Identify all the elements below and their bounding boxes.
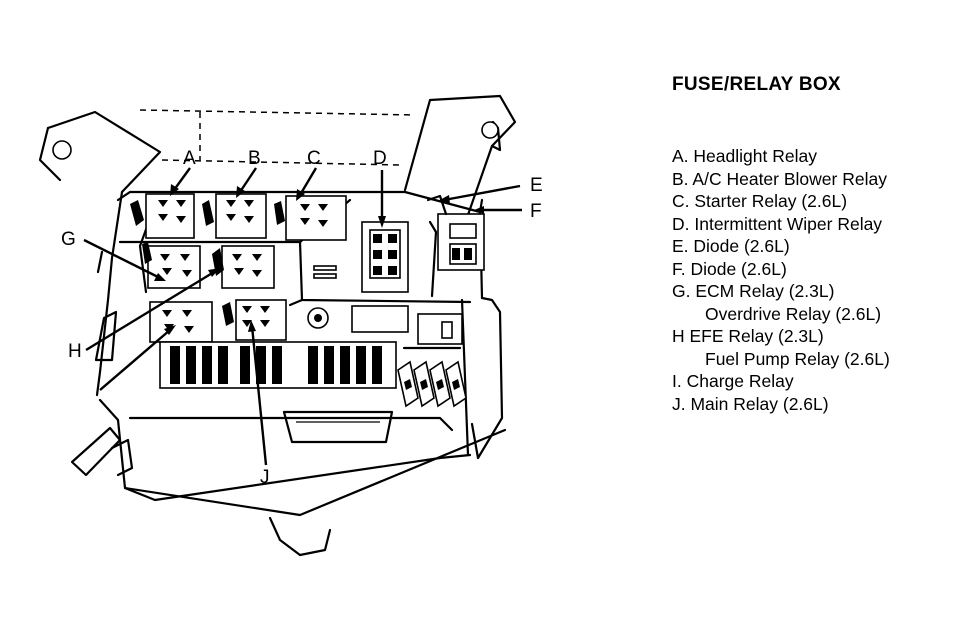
- legend-list: A. Headlight Relay B. A/C Heater Blower …: [672, 145, 972, 415]
- callout-d: D: [373, 148, 387, 169]
- fuse-relay-box-illustration: A B C D E F G H J: [38, 94, 543, 557]
- legend-item-g-continued: Overdrive Relay (2.6L): [705, 303, 882, 324]
- legend-item-g: G. ECM Relay (2.3L): [672, 281, 835, 301]
- legend-item-f: F. Diode (2.6L): [672, 258, 787, 279]
- callout-e: E: [530, 175, 543, 196]
- legend-panel: FUSE/RELAY BOX A. Headlight Relay B. A/C…: [672, 74, 972, 415]
- legend-item-a: A. Headlight Relay: [672, 146, 817, 166]
- diagram-title: FUSE/RELAY BOX: [672, 74, 841, 95]
- legend-item-h-continued: Fuel Pump Relay (2.6L): [705, 348, 890, 369]
- callout-b: B: [248, 148, 261, 169]
- legend-item-h: H EFE Relay (2.3L): [672, 326, 824, 346]
- callout-h: H: [68, 341, 82, 362]
- callout-j: J: [260, 467, 270, 488]
- callout-f: F: [530, 201, 542, 222]
- legend-item-b: B. A/C Heater Blower Relay: [672, 168, 887, 189]
- legend-item-i: I. Charge Relay: [672, 371, 794, 391]
- legend-item-e: E. Diode (2.6L): [672, 236, 790, 256]
- callout-a: A: [183, 148, 196, 169]
- callout-leaders: [83, 167, 522, 466]
- legend-item-d: D. Intermittent Wiper Relay: [672, 213, 883, 234]
- legend-item-c: C. Starter Relay (2.6L): [672, 191, 848, 211]
- callout-g: G: [61, 229, 76, 250]
- callout-c: C: [307, 148, 321, 169]
- legend-item-j: J. Main Relay (2.6L): [672, 393, 829, 414]
